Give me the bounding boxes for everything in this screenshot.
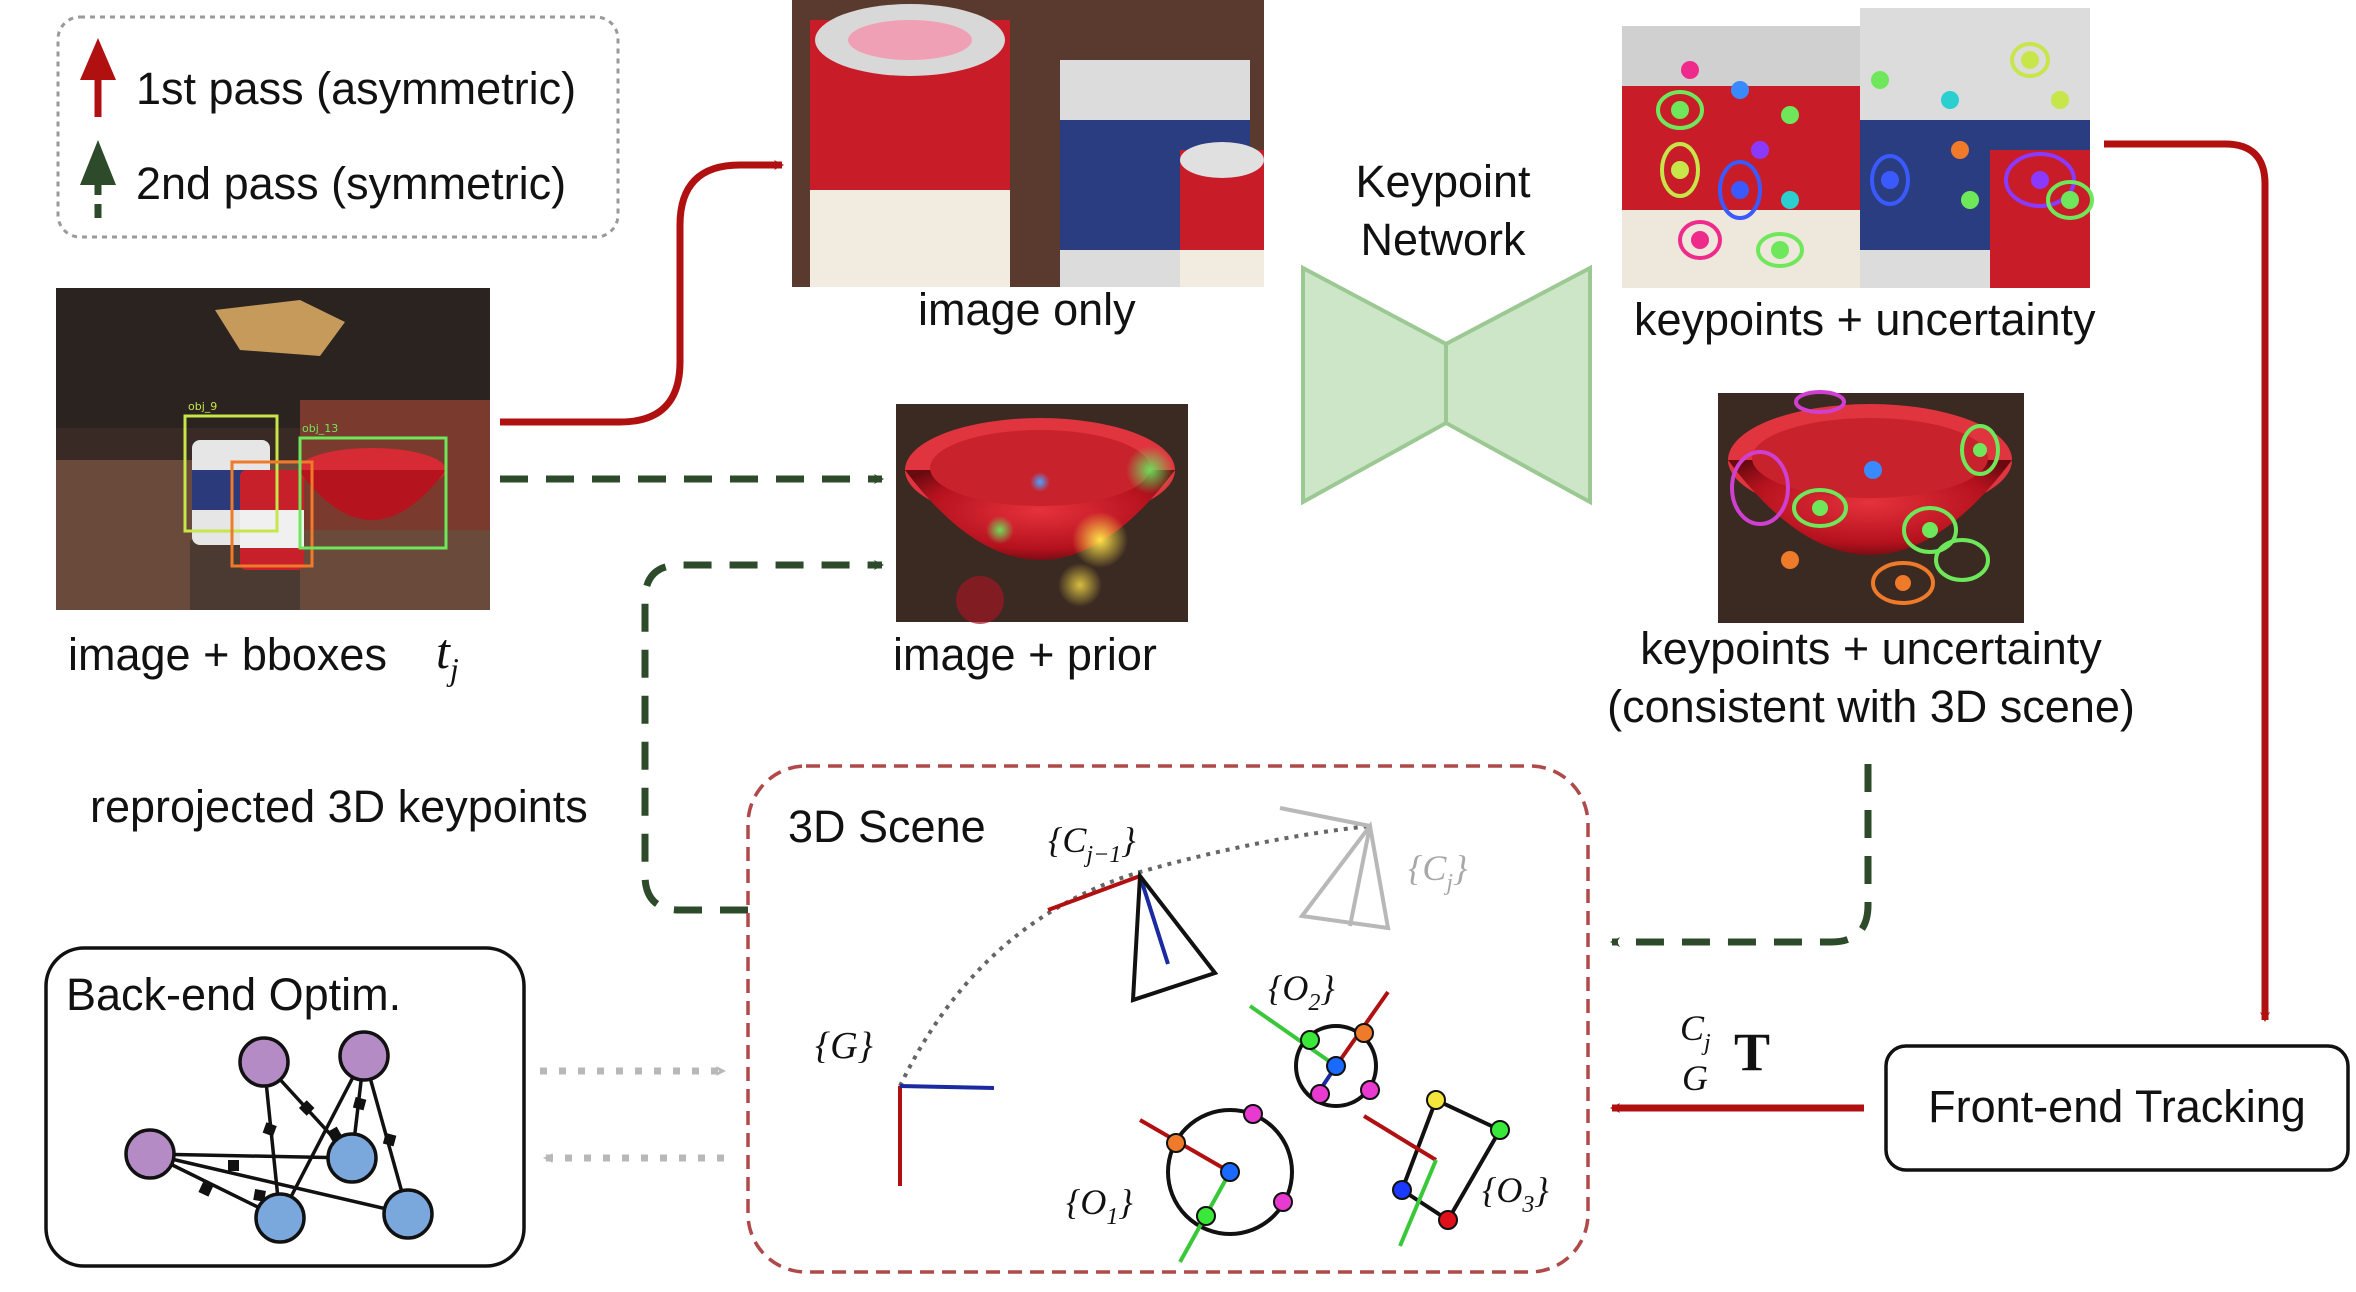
legend-first-pass-label: 1st pass (asymmetric)	[136, 63, 576, 114]
legend-second-pass-label: 2nd pass (symmetric)	[136, 158, 566, 209]
camera-current-label: {Cj}	[1408, 848, 1468, 896]
input-image: obj_9 obj_13	[56, 288, 490, 610]
keypoints-bottom-crop	[1718, 390, 2024, 623]
legend-first-pass-arrow-icon	[80, 38, 116, 117]
scene-panel: 3D Scene {G} {Cj−1} {Cj}	[746, 764, 1590, 1274]
keypoints-uncertainty-bottom-label-2: (consistent with 3D scene)	[1607, 681, 2135, 732]
object-o3	[1362, 1090, 1510, 1247]
image-prior-label: image + prior	[893, 629, 1157, 680]
object-o1	[1138, 1104, 1294, 1263]
transform-symbol: Cj G T	[1680, 1008, 1770, 1098]
reprojected-keypoints-label: reprojected 3D keypoints	[90, 781, 588, 832]
bbox-label-obj-13: obj_13	[302, 422, 338, 435]
object-o3-label: {O3}	[1482, 1170, 1549, 1218]
scene-title: 3D Scene	[788, 801, 986, 852]
image-only-crops	[792, 0, 1264, 287]
object-o2	[1248, 990, 1390, 1108]
object-o1-label: {O1}	[1066, 1182, 1133, 1230]
arrow-keypoints-to-frontend	[2104, 140, 2270, 1022]
image-only-label: image only	[918, 284, 1136, 335]
keypoints-uncertainty-top-label: keypoints + uncertainty	[1634, 294, 2096, 345]
global-frame-axes	[898, 1084, 995, 1186]
arrow-input-to-image-only	[500, 160, 784, 426]
keypoints-uncertainty-bottom-label-1: keypoints + uncertainty	[1640, 623, 2102, 674]
factor-graph	[124, 1030, 434, 1244]
backend-optim-box: Back-end Optim.	[44, 946, 526, 1268]
image-bboxes-label: image + bboxes	[68, 629, 387, 680]
frontend-tracking-box: Front-end Tracking	[1884, 1044, 2350, 1172]
arrow-reprojected-to-image-prior	[641, 560, 884, 914]
legend: 1st pass (asymmetric) 2nd pass (symmetri…	[56, 15, 620, 239]
image-prior-crop	[896, 404, 1188, 624]
bbox-label-obj-9: obj_9	[188, 400, 217, 413]
object-o2-label: {O2}	[1268, 968, 1335, 1016]
camera-current-icon	[1279, 806, 1391, 931]
legend-second-pass-arrow-icon	[80, 140, 116, 218]
t-j-symbol: tj	[436, 623, 459, 687]
frontend-tracking-label: Front-end Tracking	[1928, 1081, 2306, 1132]
transform-sub: G	[1682, 1058, 1708, 1098]
transform-super: Cj	[1680, 1008, 1711, 1056]
keypoint-network-label-2: Network	[1360, 214, 1526, 265]
backend-optim-label: Back-end Optim.	[66, 969, 401, 1020]
keypoints-top-crops	[1622, 8, 2094, 288]
camera-prev-icon	[1047, 870, 1219, 1003]
keypoint-network-icon	[1301, 264, 1592, 506]
camera-trajectory	[898, 824, 1371, 1087]
arrow-keypoints-to-scene	[1610, 764, 1872, 947]
keypoint-network-label-1: Keypoint	[1355, 156, 1531, 207]
transform-t: T	[1734, 1022, 1770, 1082]
frame-g-label: {G}	[815, 1025, 873, 1067]
camera-prev-label: {Cj−1}	[1048, 820, 1136, 868]
